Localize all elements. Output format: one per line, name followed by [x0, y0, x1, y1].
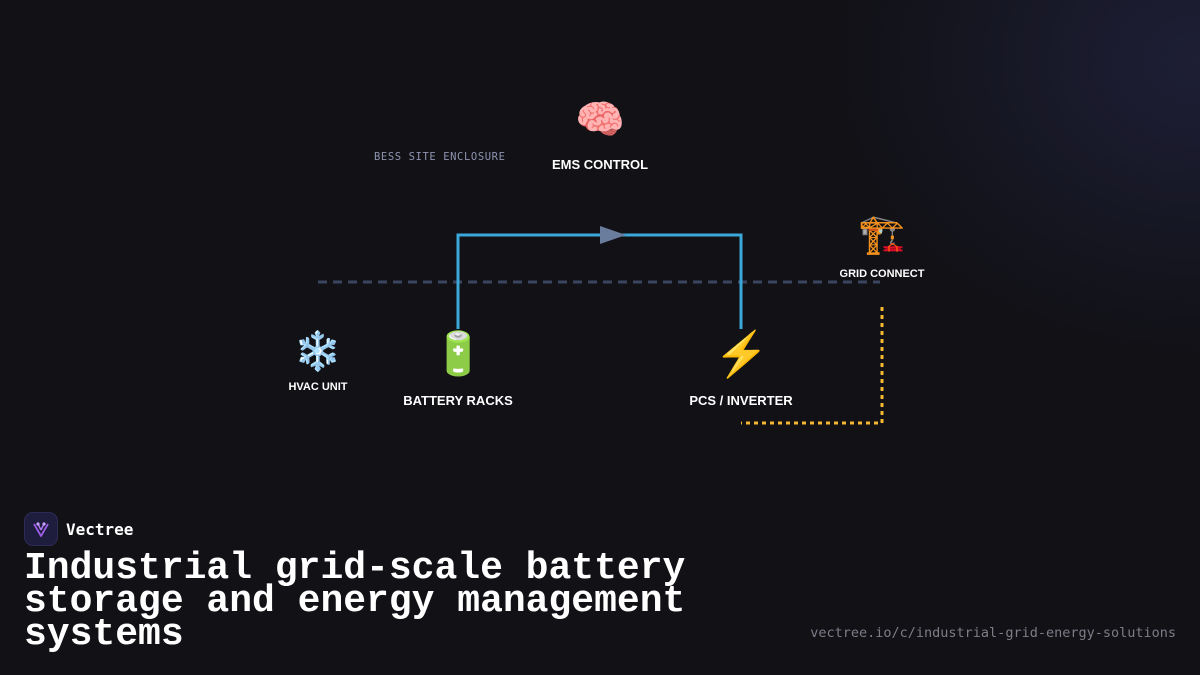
control-link-line: [456, 233, 743, 329]
battery-icon: 🔋: [432, 330, 485, 377]
brand-name: Vectree: [66, 519, 134, 539]
brand[interactable]: Vectree: [24, 512, 133, 546]
hvac-unit-label: HVAC UNIT: [288, 381, 348, 393]
brain-icon: 🧠: [575, 98, 625, 142]
grid-link-line: [741, 307, 884, 425]
headline: Industrial grid-scale battery storage an…: [24, 547, 686, 656]
snowflake-icon: ❄️: [294, 331, 342, 373]
vectree-logo-icon: [24, 512, 58, 546]
pcs-inverter-label: PCS / INVERTER: [689, 393, 793, 408]
battery-racks-label: BATTERY RACKS: [403, 393, 513, 408]
enclosure-label: BESS SITE ENCLOSURE: [374, 151, 506, 163]
ems-control-label: EMS CONTROL: [551, 157, 649, 172]
flow-arrow-icon: [600, 226, 626, 244]
page-url[interactable]: vectree.io/c/industrial-grid-energy-solu…: [810, 625, 1176, 641]
lightning-icon: ⚡: [714, 330, 769, 379]
crane-icon: 🏗️: [858, 214, 906, 256]
grid-connect-label: GRID CONNECT: [839, 268, 925, 280]
